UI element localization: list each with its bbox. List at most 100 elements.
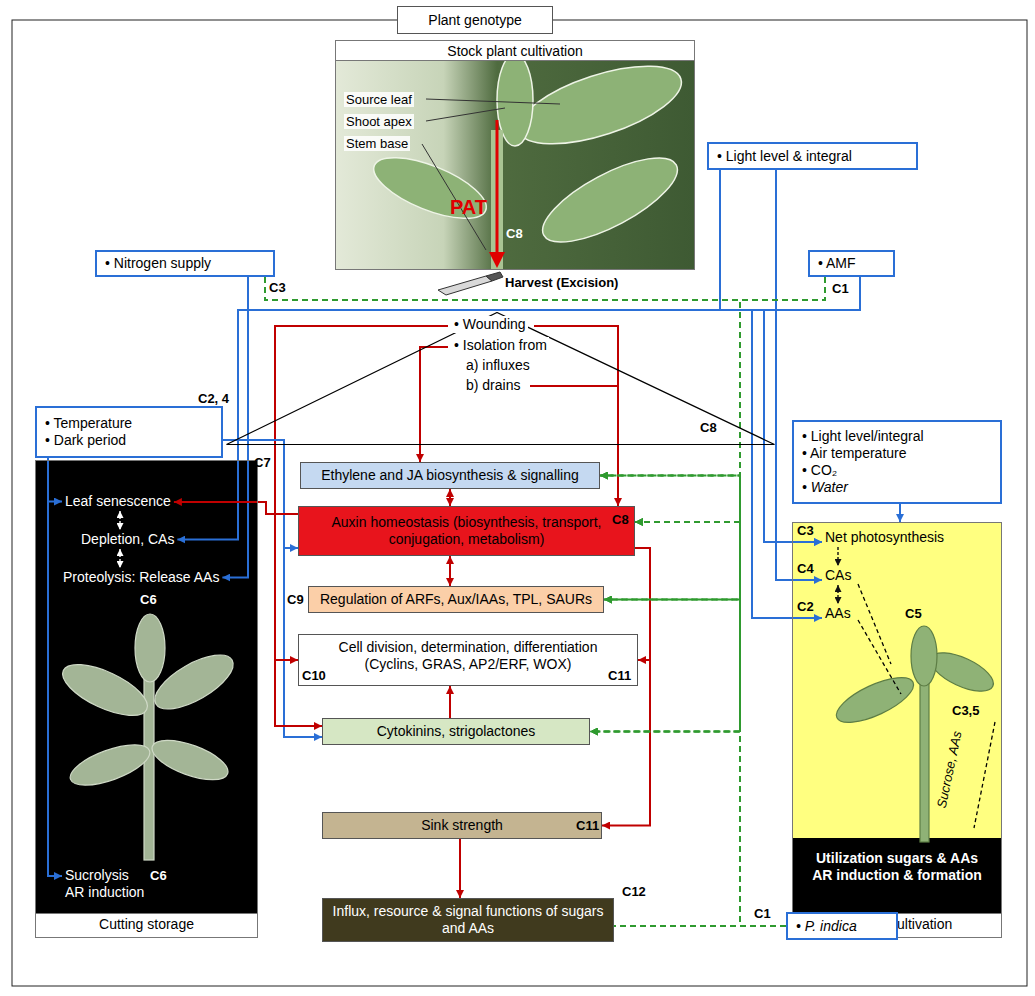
connector (837, 547, 838, 566)
node-text: • Water (802, 479, 992, 496)
process-box: Ethylene and JA biosynthesis & signallin… (300, 462, 600, 489)
callout-number: C11 (608, 668, 631, 683)
outer-frame (12, 20, 1027, 986)
connector (265, 277, 740, 732)
connector (459, 839, 461, 898)
process-text: AAs (822, 604, 854, 623)
triangle-outline (227, 313, 775, 445)
node-text: Leaf senescence (65, 493, 171, 510)
process-box: Cell division, determination, differenti… (298, 634, 638, 686)
node-text: • Isolation from (452, 337, 549, 354)
storage-panel: Cutting storageLeaf senescenceDepletion,… (35, 460, 258, 938)
connector (265, 277, 740, 522)
connector (119, 549, 120, 568)
callout-number: C1 (832, 281, 849, 296)
node-text: • Light level/integral (802, 428, 992, 445)
callout-number: C3 (269, 280, 286, 295)
factor-box: • Temperature• Dark period (35, 406, 223, 458)
node-text: Influx, resource & signal functions of s… (329, 903, 607, 937)
connector (248, 277, 822, 542)
node-text: • AMF (818, 255, 885, 272)
connector (899, 504, 901, 522)
connector (776, 170, 822, 580)
process-box: Sink strength (322, 812, 602, 839)
callout-number: C8 (506, 226, 523, 241)
connector (635, 522, 786, 926)
node-text: b) drains (464, 377, 522, 394)
node-text: • Nitrogen supply (105, 255, 265, 272)
connector (449, 556, 451, 586)
callout-number: C3,5 (952, 703, 979, 718)
connector (119, 511, 120, 530)
process-box: Auxin homeostasis (biosynthesis, transpo… (298, 506, 635, 556)
title-box: Plant genotype (397, 6, 553, 34)
process-text: CAs (822, 566, 854, 585)
part-label: Stem base (344, 136, 410, 151)
callout-number: C4 (797, 561, 814, 576)
connector (837, 585, 838, 604)
connector (449, 489, 451, 506)
callout-number: C2 (797, 599, 814, 614)
factor-box: • Light level/integral• Air temperature•… (792, 420, 1002, 504)
factor-box: • Light level & integral (707, 142, 918, 170)
node-text: • Light level & integral (717, 148, 908, 165)
connector (222, 277, 248, 578)
node-text: Regulation of ARFs, Aux/IAAs, TPL, SAURs (315, 591, 597, 608)
callout-number: C3 (797, 523, 814, 538)
connector (248, 277, 822, 618)
stock-plant (366, 50, 690, 258)
connector (177, 170, 720, 540)
process-box: Influx, resource & signal functions of s… (322, 898, 614, 942)
node-text: AR induction (65, 884, 144, 901)
harvest-label: Harvest (Excision) (505, 275, 618, 290)
process-text: Leaf senescence (62, 492, 174, 511)
callout-number: C2, 4 (198, 391, 229, 406)
connector (48, 458, 62, 876)
callout-number: C5 (905, 606, 922, 621)
stored-cutting (56, 614, 241, 860)
node-text: Ethylene and JA biosynthesis & signallin… (307, 467, 593, 484)
connector (275, 445, 298, 660)
factor-box: • AMF (808, 250, 895, 277)
process-text: Proteolysis: Release AAs (60, 568, 222, 587)
part-label: Source leaf (344, 92, 414, 107)
node-text: Sucrolysis (65, 867, 144, 884)
cultivated-cutting (831, 626, 999, 842)
factor-box: • Nitrogen supply (95, 250, 275, 277)
process-box: Cytokinins, strigolactones (322, 718, 590, 745)
pat-arrow (496, 120, 499, 254)
callout-number: C8 (700, 420, 717, 435)
connector (419, 445, 421, 462)
node-text: • Temperature (45, 415, 213, 432)
connector (590, 732, 786, 927)
connector (174, 502, 298, 514)
flow-lines (858, 584, 995, 828)
pat-arrowhead (489, 252, 505, 268)
node-text: • CO₂ (802, 462, 992, 479)
node-text: Utilization sugars & AAs (796, 850, 998, 867)
process-text: Depletion, CAs (78, 530, 177, 549)
node-text: Depletion, CAs (81, 531, 174, 548)
process-text: SucrolysisAR induction (62, 866, 147, 902)
node-text: Cytokinins, strigolactones (329, 723, 583, 740)
node-text: Plant genotype (404, 12, 546, 29)
connector (223, 440, 298, 548)
callout-number: C8 (612, 512, 629, 527)
node-text: Auxin homeostasis (biosynthesis, transpo… (327, 514, 606, 548)
callout-number: C7 (254, 455, 271, 470)
node-text: Cell division, determination, differenti… (307, 639, 629, 656)
node-text: • P. indica (796, 918, 888, 935)
part-label: Shoot apex (344, 114, 414, 129)
connector (265, 277, 740, 476)
callout-number: C12 (622, 884, 646, 899)
callout-number: C10 (302, 668, 326, 683)
node-text: Net photosynthesis (825, 529, 944, 546)
panel-caption: Stock plant cultivation (336, 41, 694, 61)
node-text: Sink strength (353, 817, 571, 834)
process-text: Utilization sugars & AAsAR induction & f… (796, 850, 998, 884)
node-text: • Dark period (45, 432, 213, 449)
callout-number: C9 (287, 592, 304, 607)
connector (265, 277, 740, 600)
rooting-band (792, 838, 1002, 913)
